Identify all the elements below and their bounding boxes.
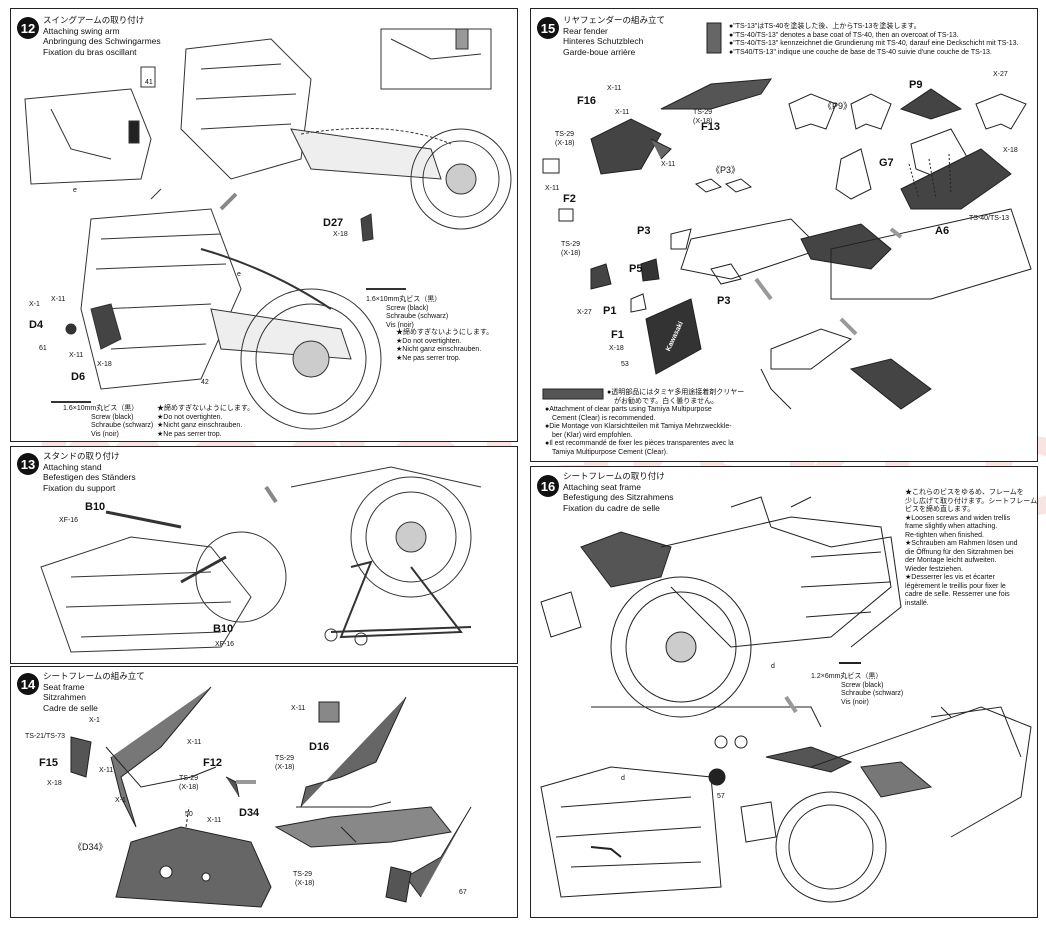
paint-label-xf16: XF-16 <box>215 641 235 648</box>
step-number: 14 <box>17 673 39 695</box>
part-label-x18: (X-18) <box>561 250 581 257</box>
part-label-x1: X-1 <box>29 301 40 308</box>
part-label-f13: F13 <box>701 121 720 133</box>
part-label-f1: F1 <box>611 329 624 341</box>
rear-fender-illustration <box>542 22 1032 410</box>
step-16-panel: 16 シートフレームの取り付け Attaching seat frame Bef… <box>530 466 1038 918</box>
screw-spec: 1.6×10mm丸ビス（黒） Screw (black) Schraube (s… <box>63 405 154 438</box>
screw-spec: 1.2×6mm丸ビス（黒） Screw (black) Schraube (sc… <box>811 673 904 706</box>
step-number: 12 <box>17 17 39 39</box>
stand-illustration <box>40 466 482 653</box>
part-label-x27: X-27 <box>993 71 1008 78</box>
part-label-x1: X-1 <box>115 797 126 804</box>
part-label-b10: B10 <box>213 623 234 635</box>
paint-label-ts40-ts13: TS-40/TS-13 <box>969 215 1010 222</box>
step-12-panel: 12 スイングアームの取り付け Attaching swing arm Anbr… <box>10 8 518 442</box>
part-label-d27: D27 <box>323 217 344 229</box>
ref-number-41: 41 <box>145 79 153 86</box>
part-label-p9-sub: 《P9》 <box>823 101 853 111</box>
part-label-x18: (X-18) <box>275 764 295 771</box>
warning-note: ★締めすぎないようにします。 ★Do not overtighten. ★Nic… <box>396 329 494 362</box>
part-label-x11: X-11 <box>291 705 306 712</box>
part-label-p9: P9 <box>909 79 923 91</box>
paint-label-ts29: TS-29 <box>561 241 581 248</box>
step-title: シートフレームの取り付け Attaching seat frame Befest… <box>563 471 674 513</box>
step-title: スタンドの取り付け Attaching stand Befestigen des… <box>43 451 136 493</box>
step-title: リヤフェンダーの組み立て Rear fender Hinteres Schutz… <box>563 15 666 57</box>
part-label-p5: P5 <box>629 263 643 275</box>
part-label-x27: X-27 <box>577 309 592 316</box>
paint-label-ts29: TS-29 <box>693 109 713 116</box>
step-number: 15 <box>537 17 559 39</box>
callout-e: e <box>73 187 77 194</box>
callout-d: d <box>621 775 625 782</box>
step-title: シートフレームの組み立て Seat frame Sitzrahmen Cadre… <box>43 671 145 713</box>
seat-frame-attach-illustration <box>540 496 1032 903</box>
part-label-b10: B10 <box>85 501 106 513</box>
part-label-x18: X-18 <box>1003 147 1018 154</box>
screw-spec: 1.6×10mm丸ビス（黒） Screw (black) Schraube (s… <box>366 296 449 329</box>
ref-number-57: 57 <box>717 793 725 800</box>
part-label-p3-sub: 《P3》 <box>711 165 741 175</box>
part-label-x18: X-18 <box>609 345 624 352</box>
part-label-x18: (X-18) <box>295 880 315 887</box>
step-number: 16 <box>537 475 559 497</box>
part-label-p3: P3 <box>637 225 651 237</box>
part-label-d34-sub: 《D34》 <box>73 842 108 852</box>
part-label-x18: (X-18) <box>179 784 199 791</box>
step-number: 13 <box>17 453 39 475</box>
paint-label-ts29: TS-29 <box>275 755 295 762</box>
paint-label-ts29: TS-29 <box>179 775 199 782</box>
part-label-x11: X-11 <box>615 109 630 116</box>
part-label-f16: F16 <box>577 95 596 107</box>
swing-arm-illustration <box>24 28 512 430</box>
part-label-x18: (X-18) <box>693 118 713 125</box>
part-label-x11: X-11 <box>545 185 560 192</box>
part-label-d6: D6 <box>71 371 86 383</box>
part-label-p1: P1 <box>603 305 617 317</box>
assembly-note: ★これらのビスをゆるめ、フレームを 少し広げて取り付けます。シートフレーム取り付… <box>905 489 1038 607</box>
paint-label-ts21-ts73: TS-21/TS-73 <box>25 733 66 740</box>
part-label-f2: F2 <box>563 193 576 205</box>
step-13-panel: 13 スタンドの取り付け Attaching stand Befestigen … <box>10 446 518 664</box>
step-title: スイングアームの取り付け Attaching swing arm Anbring… <box>43 15 161 57</box>
part-label-x1: X-1 <box>89 717 100 724</box>
part-label-f15: F15 <box>39 757 58 769</box>
paint-note: ●"TS-13"はTS-40を塗装した後、上からTS-13を塗装します。 ●"T… <box>729 23 1019 56</box>
paint-label-ts29: TS-29 <box>555 131 575 138</box>
part-label-d16: D16 <box>309 741 330 753</box>
part-label-a6: A6 <box>935 225 950 237</box>
ref-number-53: 53 <box>621 361 629 368</box>
step-15-panel: 15 リヤフェンダーの組み立て Rear fender Hinteres Sch… <box>530 8 1038 462</box>
step-14-panel: 14 シートフレームの組み立て Seat frame Sitzrahmen Ca… <box>10 666 518 918</box>
part-label-x11: X-11 <box>661 161 676 168</box>
paint-label-xf16: XF-16 <box>59 517 79 524</box>
part-label-x11: X-11 <box>607 85 622 92</box>
part-label-x11: X-11 <box>207 817 222 824</box>
ref-number-67: 67 <box>459 889 467 896</box>
part-label-x18: X-18 <box>47 780 62 787</box>
part-label-p3: P3 <box>717 295 731 307</box>
part-label-x18: X-18 <box>333 231 348 238</box>
ref-number-50: 50 <box>185 811 193 818</box>
part-label-g7: G7 <box>879 157 894 169</box>
part-label-f12: F12 <box>203 757 222 769</box>
warning-note: ★締めすぎないようにします。 ★Do not overtighten. ★Nic… <box>157 405 255 438</box>
ref-number-42: 42 <box>201 379 209 386</box>
part-label-x18: X-18 <box>97 361 112 368</box>
part-label-x18: (X-18) <box>555 140 575 147</box>
seat-frame-illustration <box>70 686 472 908</box>
cement-note: ●透明部品にはタミヤ多用途接着剤クリヤー がお勧めです。白く曇りません。 ●At… <box>545 389 745 456</box>
callout-d: d <box>771 663 775 670</box>
part-label-x11: X-11 <box>99 767 114 774</box>
part-label-d34: D34 <box>239 807 260 819</box>
ref-number-61: 61 <box>39 345 47 352</box>
part-label-x11: X-11 <box>51 296 66 303</box>
part-label-d4: D4 <box>29 319 44 331</box>
part-label-x11: X-11 <box>187 739 202 746</box>
part-label-x11: X-11 <box>69 352 84 359</box>
callout-e: e <box>237 271 241 278</box>
paint-label-ts29: TS-29 <box>293 871 313 878</box>
